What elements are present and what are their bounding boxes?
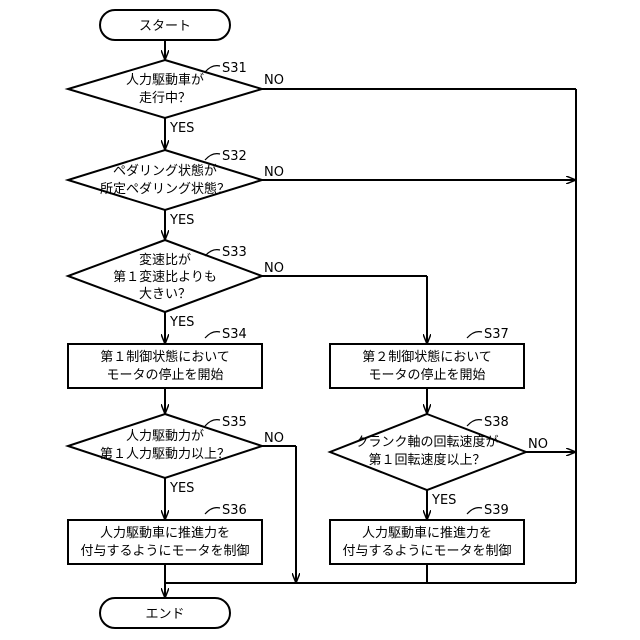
s38-line-1: クランク軸の回転速度が xyxy=(355,434,498,450)
s31-leader xyxy=(205,66,220,72)
s31-no-label: NO xyxy=(264,73,284,88)
decision-s35: 人力駆動力が 第１人力駆動力以上？ S35 xyxy=(68,414,262,478)
s33-line-2: 第１変速比よりも xyxy=(113,269,217,285)
s38-no-label: NO xyxy=(528,437,548,452)
s32-no-label: NO xyxy=(264,165,284,180)
s36-line-2: 付与するようにモータを制御 xyxy=(80,544,249,559)
end-terminal: エンド xyxy=(100,598,230,628)
s38-yes-label: YES xyxy=(431,493,456,508)
s31-line-1: 人力駆動車が xyxy=(126,73,204,88)
s32-leader xyxy=(205,154,220,160)
s36-leader xyxy=(205,508,220,514)
s39-line-2: 付与するようにモータを制御 xyxy=(342,544,511,559)
s37-step-label: S37 xyxy=(484,327,509,342)
s37-leader xyxy=(467,332,482,338)
start-terminal: スタート xyxy=(100,10,230,40)
s32-line-2: 所定ペダリング状態？ xyxy=(100,181,230,197)
s38-step-label: S38 xyxy=(484,415,509,430)
s33-line-3: 大きい？ xyxy=(139,287,191,302)
decision-s32: ペダリング状態が 所定ペダリング状態？ S32 xyxy=(68,149,262,210)
s33-line-1: 変速比が xyxy=(139,252,191,268)
decision-s31: 人力駆動車が 走行中？ S31 xyxy=(68,60,262,118)
s36-step-label: S36 xyxy=(222,503,247,518)
s32-yes-label: YES xyxy=(169,213,194,228)
s35-line-2: 第１人力駆動力以上？ xyxy=(100,447,230,462)
s34-line-1: 第１制御状態において xyxy=(100,349,230,365)
s37-line-2: モータの停止を開始 xyxy=(368,367,485,383)
s35-leader xyxy=(205,420,220,426)
decision-s33: 変速比が 第１変速比よりも 大きい？ S33 xyxy=(68,240,262,312)
s31-yes-label: YES xyxy=(169,121,194,136)
s38-leader xyxy=(467,420,482,426)
s33-step-label: S33 xyxy=(222,245,247,260)
s32-step-label: S32 xyxy=(222,149,247,164)
s34-step-label: S34 xyxy=(222,327,247,342)
s39-step-label: S39 xyxy=(484,503,509,518)
decision-s38: クランク軸の回転速度が 第１回転速度以上？ S38 xyxy=(330,414,526,490)
s39-leader xyxy=(467,508,482,514)
s37-line-1: 第２制御状態において xyxy=(362,349,492,365)
s35-line-1: 人力駆動力が xyxy=(126,429,204,444)
s33-yes-label: YES xyxy=(169,315,194,330)
s39-line-1: 人力駆動車に推進力を xyxy=(362,526,492,541)
s34-line-2: モータの停止を開始 xyxy=(106,367,223,383)
end-label: エンド xyxy=(145,607,184,622)
s35-step-label: S35 xyxy=(222,415,247,430)
s31-line-2: 走行中？ xyxy=(139,91,191,106)
s31-step-label: S31 xyxy=(222,61,247,76)
start-label: スタート xyxy=(139,19,191,34)
s38-line-2: 第１回転速度以上？ xyxy=(368,452,485,468)
s36-line-1: 人力駆動車に推進力を xyxy=(100,526,230,541)
s35-no-label: NO xyxy=(264,431,284,446)
s33-no-label: NO xyxy=(264,261,284,276)
s34-leader xyxy=(205,332,220,338)
s32-line-1: ペダリング状態が xyxy=(113,163,217,179)
s35-yes-label: YES xyxy=(169,481,194,496)
